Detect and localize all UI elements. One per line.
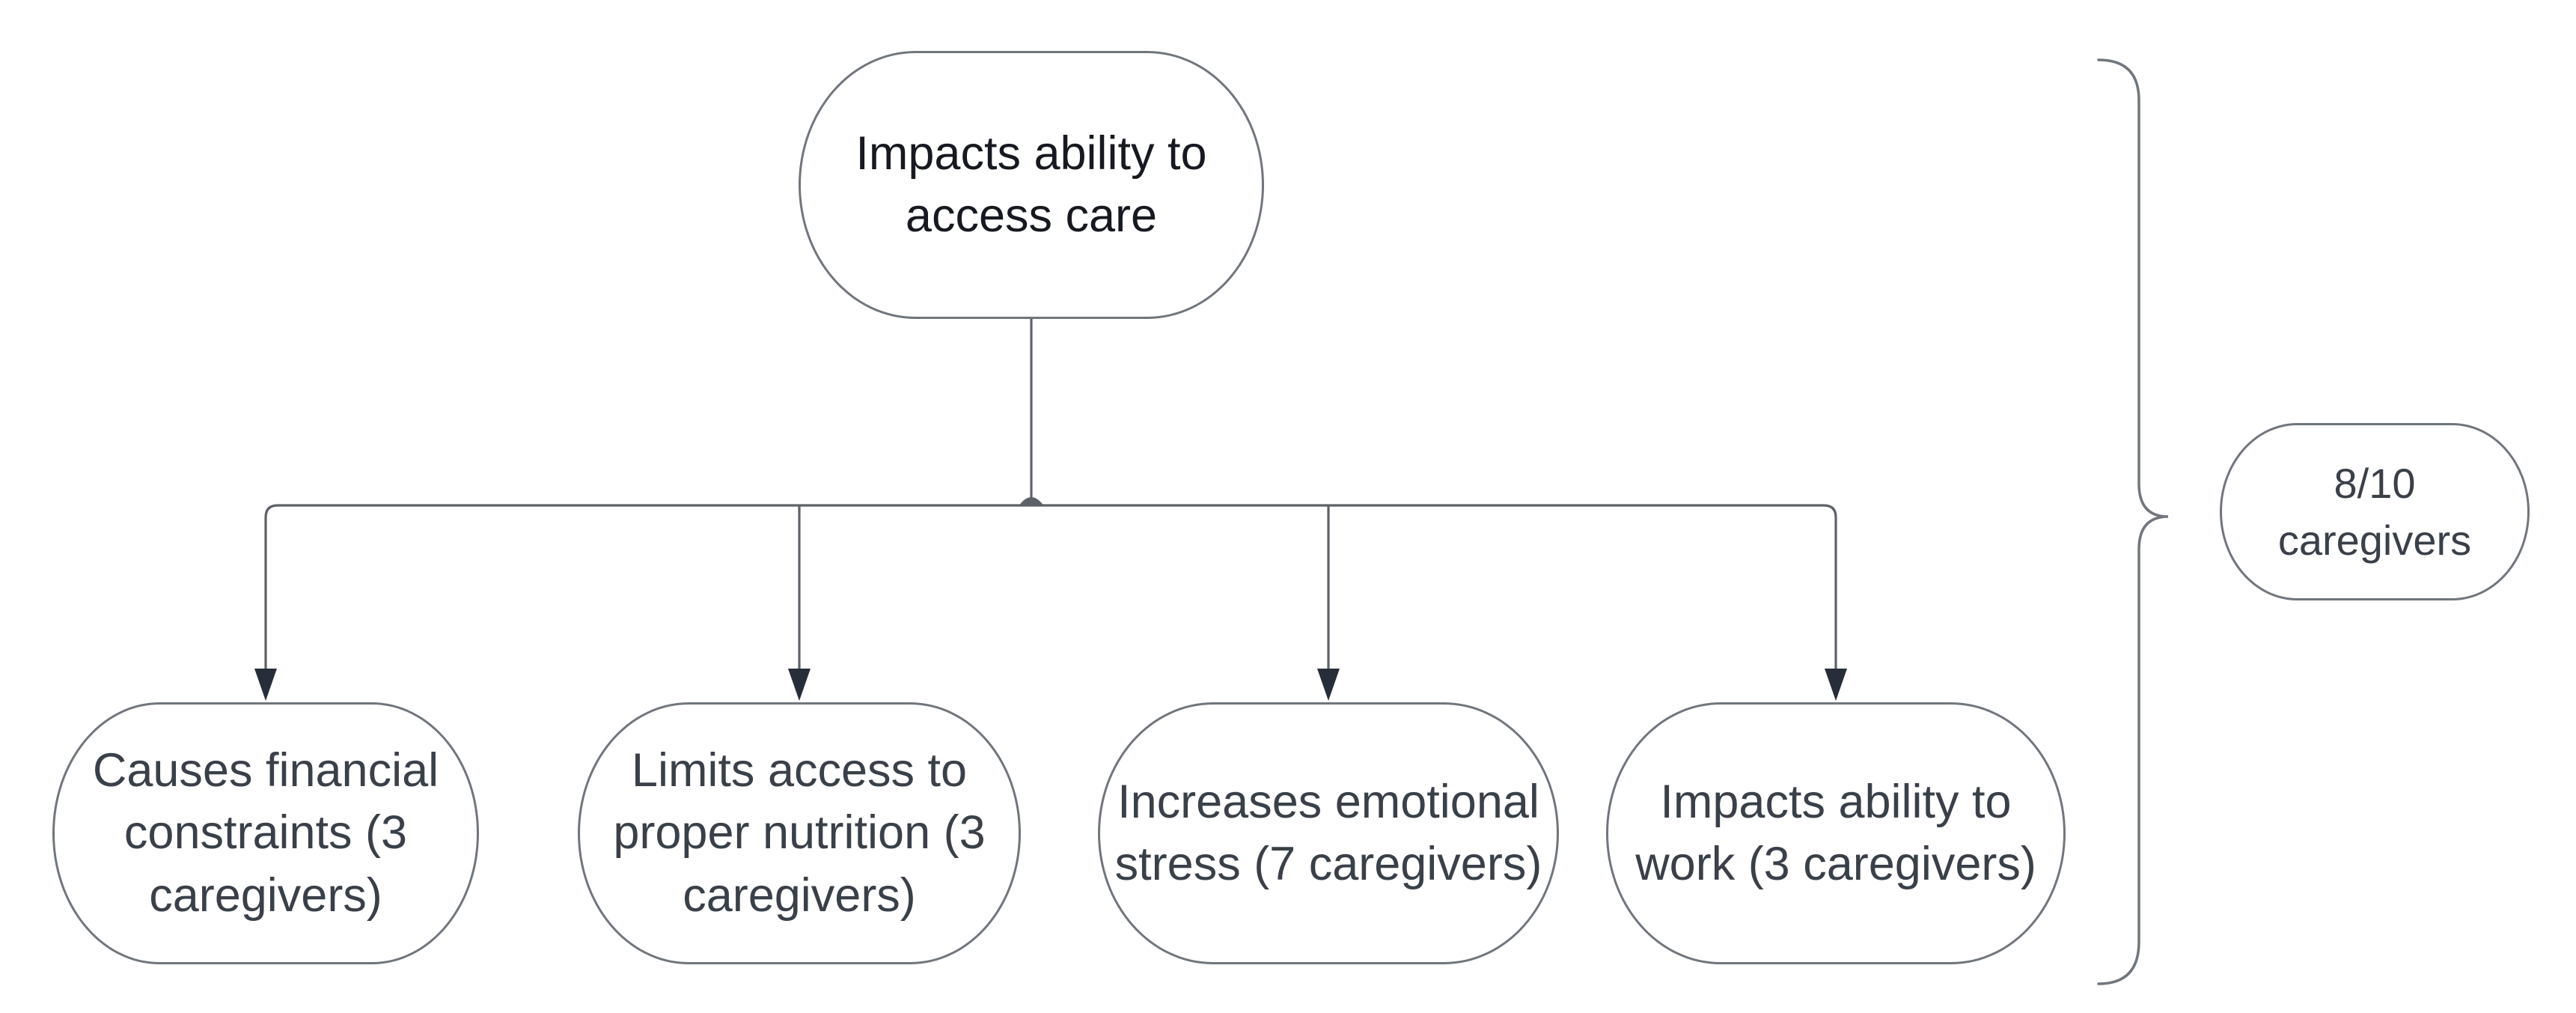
node-summary-count-label: 8/10 caregivers bbox=[2277, 460, 2472, 564]
node-ability-to-work-label: Impacts ability to work (3 caregivers) bbox=[1635, 775, 2036, 890]
arrow-down-icon bbox=[1317, 669, 1340, 701]
arrow-down-icon bbox=[1825, 669, 1847, 701]
curly-brace bbox=[2097, 58, 2169, 985]
node-financial-constraints: Causes financial constraints (3 caregive… bbox=[52, 702, 479, 964]
node-access-care-label: Impacts ability to access care bbox=[855, 127, 1207, 242]
node-summary-count: 8/10 caregivers bbox=[2220, 423, 2530, 600]
node-ability-to-work: Impacts ability to work (3 caregivers) bbox=[1606, 702, 2066, 964]
node-financial-constraints-label: Causes financial constraints (3 caregive… bbox=[92, 744, 439, 922]
node-access-care: Impacts ability to access care bbox=[799, 51, 1264, 319]
node-emotional-stress-label: Increases emotional stress (7 caregivers… bbox=[1114, 775, 1542, 890]
node-proper-nutrition: Limits access to proper nutrition (3 car… bbox=[578, 702, 1021, 964]
line-junction-bump bbox=[1019, 497, 1044, 506]
node-proper-nutrition-label: Limits access to proper nutrition (3 car… bbox=[613, 744, 986, 922]
node-emotional-stress: Increases emotional stress (7 caregivers… bbox=[1098, 702, 1559, 964]
arrow-down-icon bbox=[254, 669, 277, 701]
arrow-down-icon bbox=[788, 669, 811, 701]
distribution-line bbox=[264, 504, 1837, 675]
